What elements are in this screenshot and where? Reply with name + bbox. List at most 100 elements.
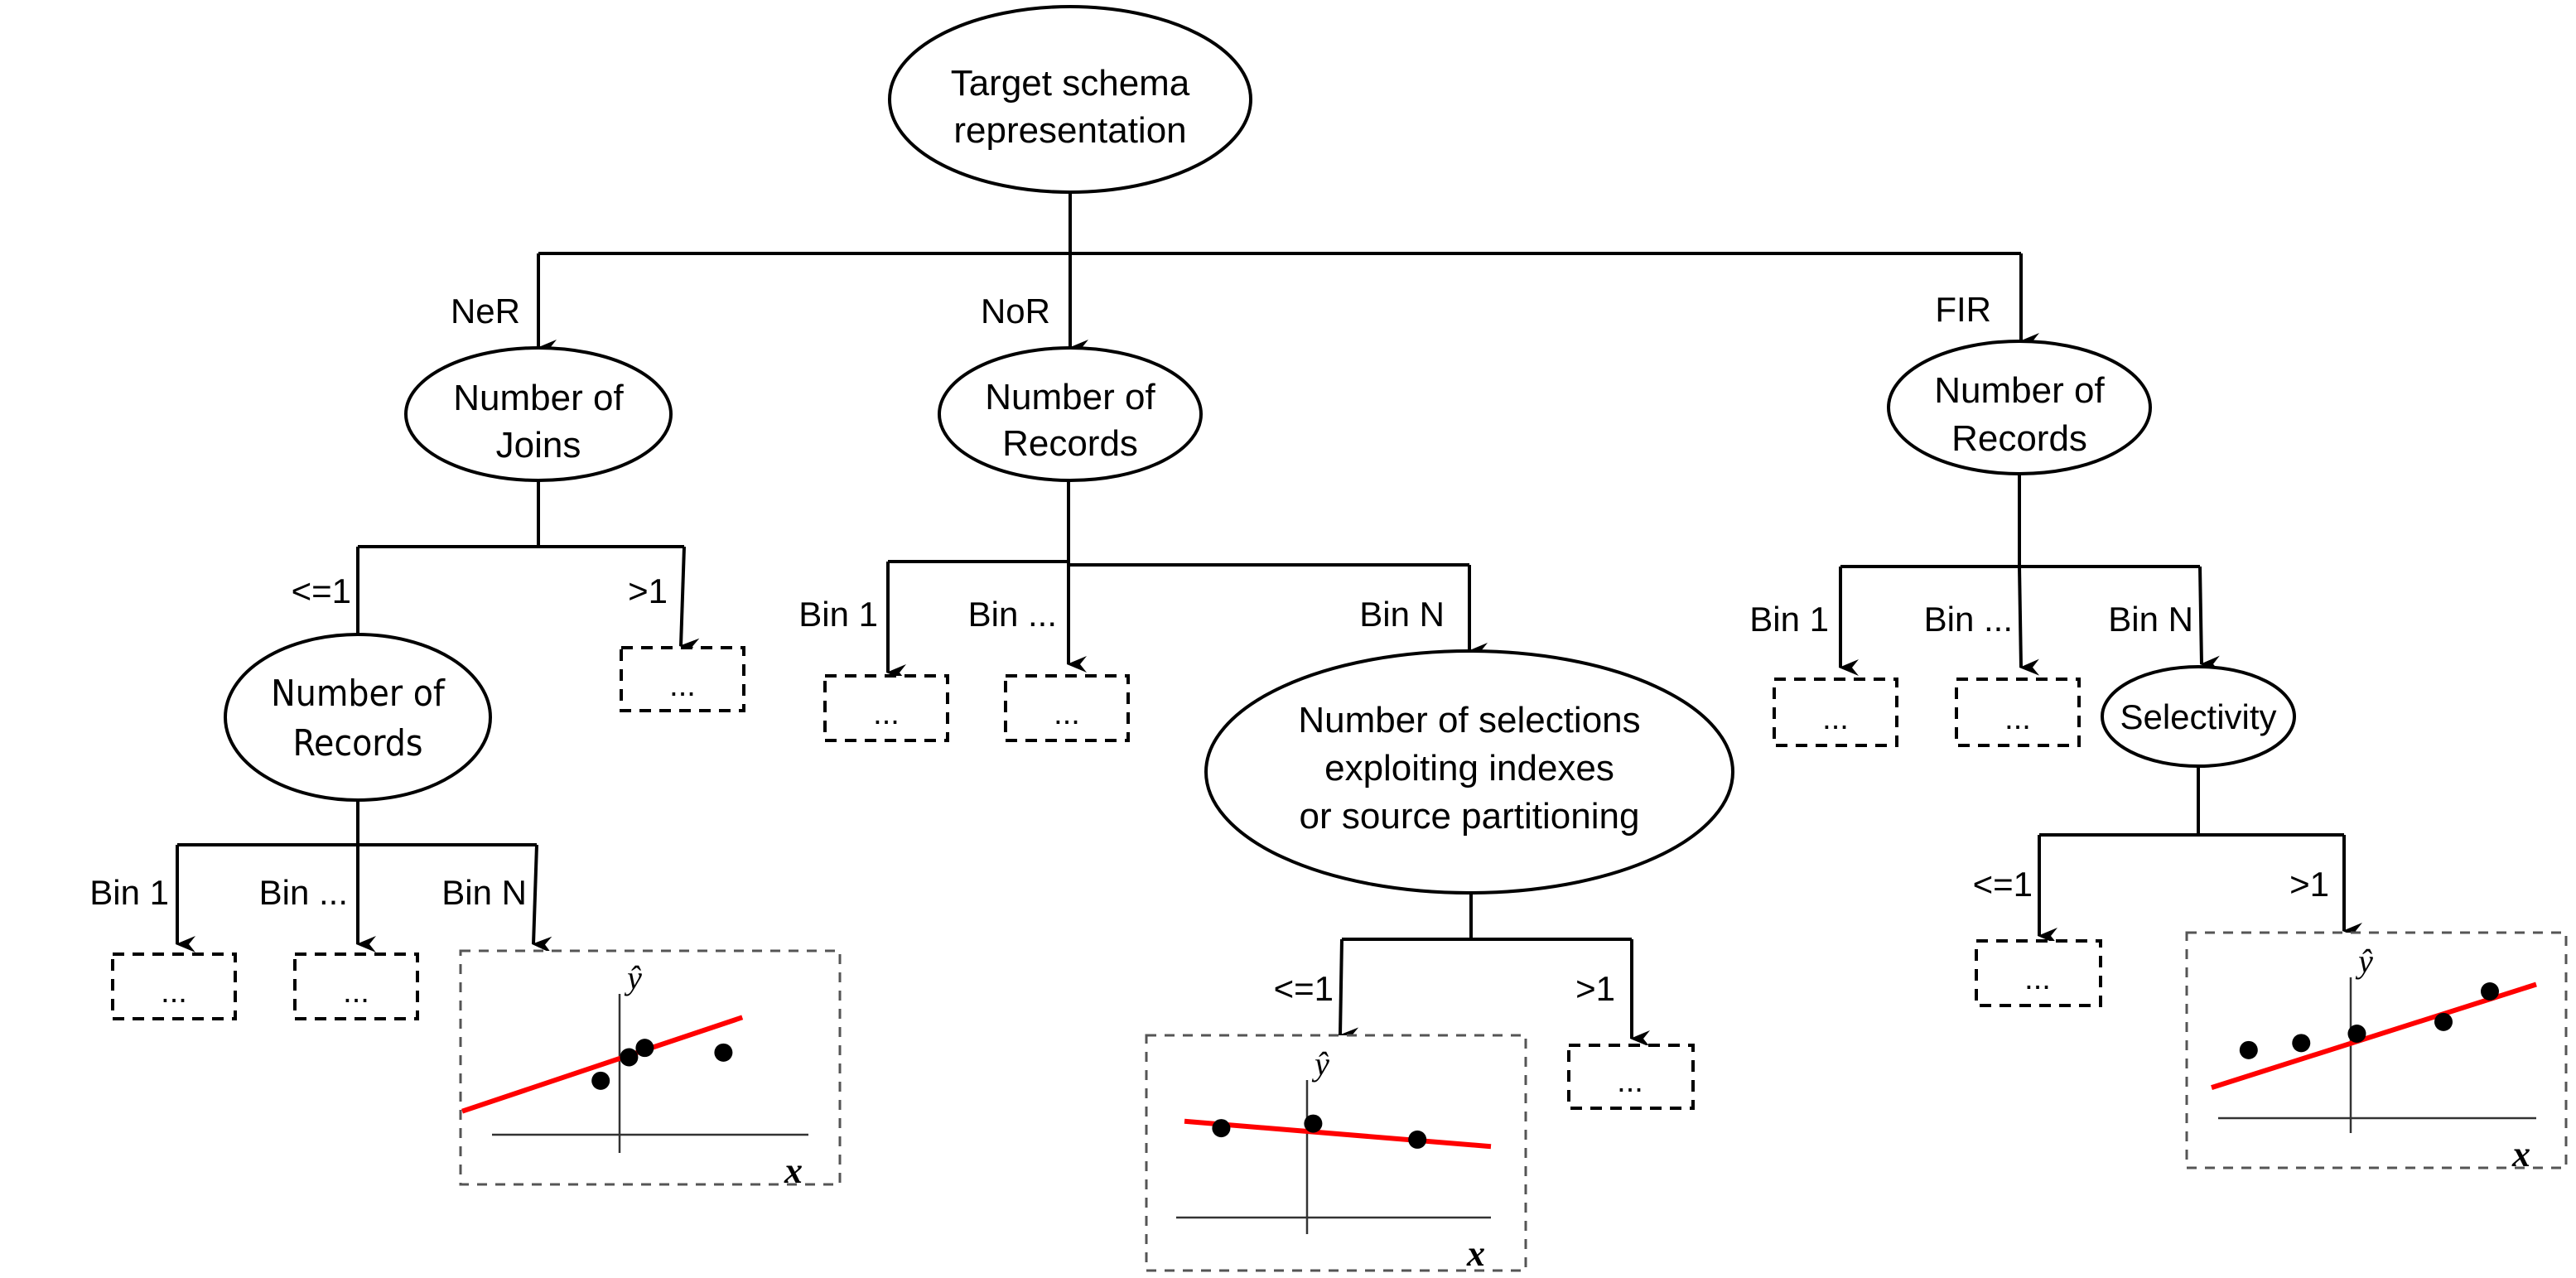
node-nor-number-of-records: Number of Records (938, 346, 1203, 482)
node-fir-number-of-records: Number of Records (1887, 340, 2152, 475)
leaf-ner-bin1-ellipsis: ... (161, 975, 187, 1010)
regression-plot-1: ŷx (459, 949, 842, 1191)
plot-point-1 (2239, 1040, 2258, 1059)
root-node-label-line-2: representation (953, 110, 1186, 151)
plot-point-4 (714, 1043, 733, 1062)
leaf-nor-bin1: ... (823, 674, 949, 742)
edge-label-nor-binmid: Bin ... (968, 595, 1057, 634)
plot-fit-line (2211, 981, 2537, 1091)
arrow-joins-gt1 (679, 546, 700, 655)
leaf-nor-binmid-box (1004, 674, 1130, 742)
leaf-nor-binmid: ... (1004, 674, 1130, 742)
edge-label-ner-binmid: Bin ... (259, 873, 348, 912)
node-number-of-joins-line-2: Joins (496, 425, 581, 465)
leaf-fir-bin1: ... (1773, 678, 1898, 747)
leaf-ner-binmid: ... (293, 952, 419, 1020)
leaf-selections-gt1-ellipsis: ... (1617, 1064, 1643, 1099)
plot-point-2 (1304, 1114, 1323, 1133)
leaf-ner-bin1: ... (111, 952, 237, 1020)
plot-fit-line (1184, 1118, 1492, 1150)
node-number-of-joins: Number of Joins (404, 346, 673, 482)
regression-plot-2: ŷx (1145, 1034, 1527, 1274)
leaf-selectivity-le1-box (1975, 939, 2102, 1007)
edge-label-ner-binN: Bin N (441, 873, 527, 912)
leaf-joins-gt1: ... (620, 646, 745, 712)
node-number-of-selections-line-3: or source partitioning (1300, 796, 1640, 837)
node-ner-number-of-records-shape (224, 633, 492, 802)
plot-point-1 (1212, 1119, 1231, 1138)
leaf-fir-binmid: ... (1955, 678, 2081, 747)
leaf-selectivity-le1: ... (1975, 939, 2102, 1007)
edge-label-fir-binmid: Bin ... (1924, 600, 2013, 639)
plot-x-label: x (784, 1150, 803, 1191)
edge-label-selections-gt1: >1 (1575, 969, 1615, 1008)
root-node-label-line-1: Target schema (951, 63, 1190, 104)
arrow-fir-binmid (2018, 566, 2040, 676)
node-selectivity: Selectivity (2101, 665, 2296, 768)
node-number-of-selections-line-2: exploiting indexes (1324, 748, 1614, 789)
node-fir-number-of-records-line-2: Records (1951, 418, 2087, 459)
root-node: Target schema representation (888, 5, 1252, 194)
edge-label-nor: NoR (981, 292, 1050, 330)
edge-label-nor-bin1: Bin 1 (798, 595, 878, 634)
leaf-ner-binmid-ellipsis: ... (343, 975, 369, 1010)
plot-point-3 (635, 1039, 654, 1058)
node-ner-number-of-records-line-1: Number of (271, 673, 446, 715)
edge-label-ner: NeR (451, 292, 520, 330)
plot-y-label: ŷ (1311, 1045, 1329, 1083)
edge-label-fir: FIR (1935, 290, 1991, 329)
plot-point-2 (620, 1048, 639, 1067)
leaf-nor-binmid-ellipsis: ... (1054, 697, 1080, 731)
arrow-selections-le1 (1339, 938, 1359, 1044)
node-number-of-joins-line-1: Number of (453, 378, 624, 418)
node-ner-number-of-records: Number of Records (224, 633, 492, 802)
edge-label-fir-binN: Bin N (2108, 600, 2193, 639)
leaf-nor-bin1-box (823, 674, 949, 742)
plot-frame (459, 949, 842, 1186)
edge-label-joins-gt1: >1 (628, 571, 668, 610)
plot-fit-line (461, 1015, 744, 1114)
leaf-joins-gt1-ellipsis: ... (669, 668, 696, 703)
plot-y-label: ŷ (2355, 943, 2373, 980)
node-selectivity-label: Selectivity (2120, 697, 2276, 736)
leaf-selectivity-le1-ellipsis: ... (2024, 962, 2051, 996)
leaf-fir-bin1-box (1773, 678, 1898, 747)
plot-point-3 (1408, 1130, 1427, 1149)
plot-point-1 (591, 1071, 610, 1090)
node-nor-number-of-records-line-1: Number of (985, 377, 1155, 417)
leaf-joins-gt1-box (620, 646, 745, 712)
leaf-fir-bin1-ellipsis: ... (1822, 702, 1849, 736)
node-nor-number-of-records-line-2: Records (1002, 423, 1138, 464)
node-fir-number-of-records-line-1: Number of (1934, 370, 2105, 411)
edge-label-fir-bin1: Bin 1 (1749, 600, 1829, 639)
arrow-ner-binN (532, 844, 552, 953)
leaf-nor-bin1-ellipsis: ... (873, 697, 900, 731)
leaf-selections-gt1: ... (1567, 1044, 1695, 1110)
edge-label-selectivity-le1: <=1 (1973, 865, 2033, 904)
node-ner-number-of-records-line-2: Records (292, 722, 422, 764)
edge-label-nor-binN: Bin N (1359, 595, 1445, 634)
plot-point-4 (2434, 1012, 2453, 1031)
regression-plot-3: ŷx (2185, 931, 2568, 1174)
plot-x-label: x (1466, 1233, 1485, 1274)
edge-label-selections-le1: <=1 (1274, 969, 1334, 1008)
plot-frame (1145, 1034, 1527, 1272)
plot-point-3 (2347, 1025, 2366, 1043)
leaf-fir-binmid-ellipsis: ... (2004, 702, 2031, 736)
plot-point-5 (2481, 982, 2499, 1001)
plot-point-2 (2292, 1034, 2311, 1053)
leaf-selections-gt1-box (1567, 1044, 1695, 1110)
edge-label-selectivity-gt1: >1 (2289, 865, 2329, 904)
plot-y-label: ŷ (624, 959, 642, 996)
root-connectors (537, 192, 2039, 356)
node-number-of-selections: Number of selections exploiting indexes … (1204, 649, 1734, 895)
leaf-ner-binmid-box (293, 952, 419, 1020)
plot-x-label: x (2511, 1134, 2530, 1174)
leaf-ner-bin1-box (111, 952, 237, 1020)
edge-label-ner-bin1: Bin 1 (89, 873, 169, 912)
edge-label-joins-le1: <=1 (292, 571, 351, 610)
leaf-fir-binmid-box (1955, 678, 2081, 747)
node-number-of-selections-line-1: Number of selections (1298, 700, 1640, 740)
arrow-fir-binN (2198, 566, 2221, 673)
